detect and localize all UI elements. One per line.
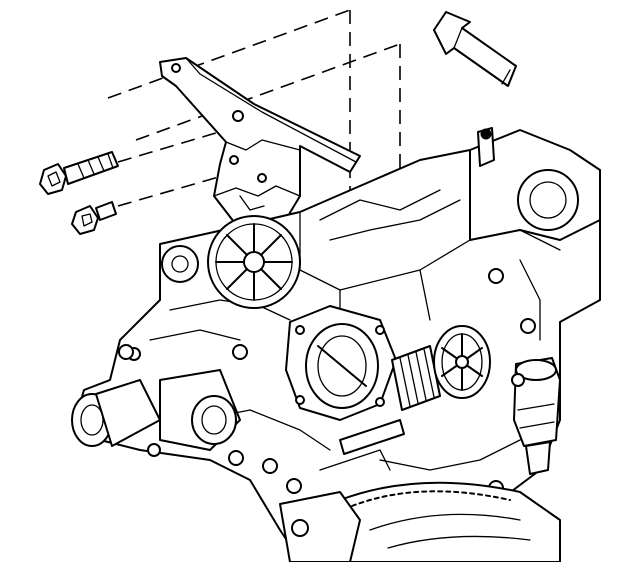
sensor-module-icon <box>513 357 561 475</box>
water-outlet-icon <box>71 347 241 457</box>
bellows-connector-icon <box>391 345 441 411</box>
mounting-bracket-icon <box>159 57 361 247</box>
idler-pulley-icon <box>161 245 199 283</box>
flywheel-icon <box>339 481 561 562</box>
short-bolt-icon <box>71 201 117 235</box>
pulley-icon <box>207 215 301 309</box>
direction-arrow-icon <box>433 11 517 87</box>
throttle-body-icon <box>285 305 397 421</box>
long-bolt-icon <box>39 151 119 195</box>
right-pulley-icon <box>433 325 491 399</box>
lower-housing <box>279 491 361 562</box>
linkage-rod <box>319 419 405 471</box>
valve-cover <box>469 127 601 241</box>
